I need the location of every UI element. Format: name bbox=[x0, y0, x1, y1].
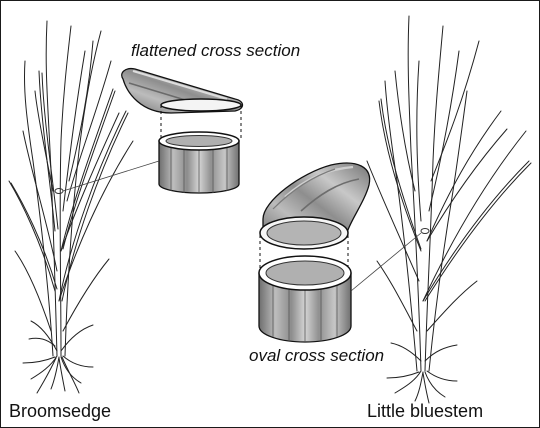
oval-cross-section-label: oval cross section bbox=[249, 346, 385, 365]
little-bluestem-grass-drawing-icon bbox=[366, 15, 532, 404]
oval-stem-cylinder-icon bbox=[258, 162, 371, 343]
connector-line-left bbox=[62, 160, 160, 192]
connector-line-right bbox=[350, 232, 422, 292]
flattened-stem-cylinder-icon bbox=[121, 67, 244, 194]
broomsedge-grass-drawing-icon bbox=[8, 20, 134, 394]
broomsedge-label: Broomsedge bbox=[9, 401, 112, 421]
flattened-cross-section-label: flattened cross section bbox=[131, 41, 301, 60]
little-bluestem-label: Little bluestem bbox=[367, 401, 484, 421]
